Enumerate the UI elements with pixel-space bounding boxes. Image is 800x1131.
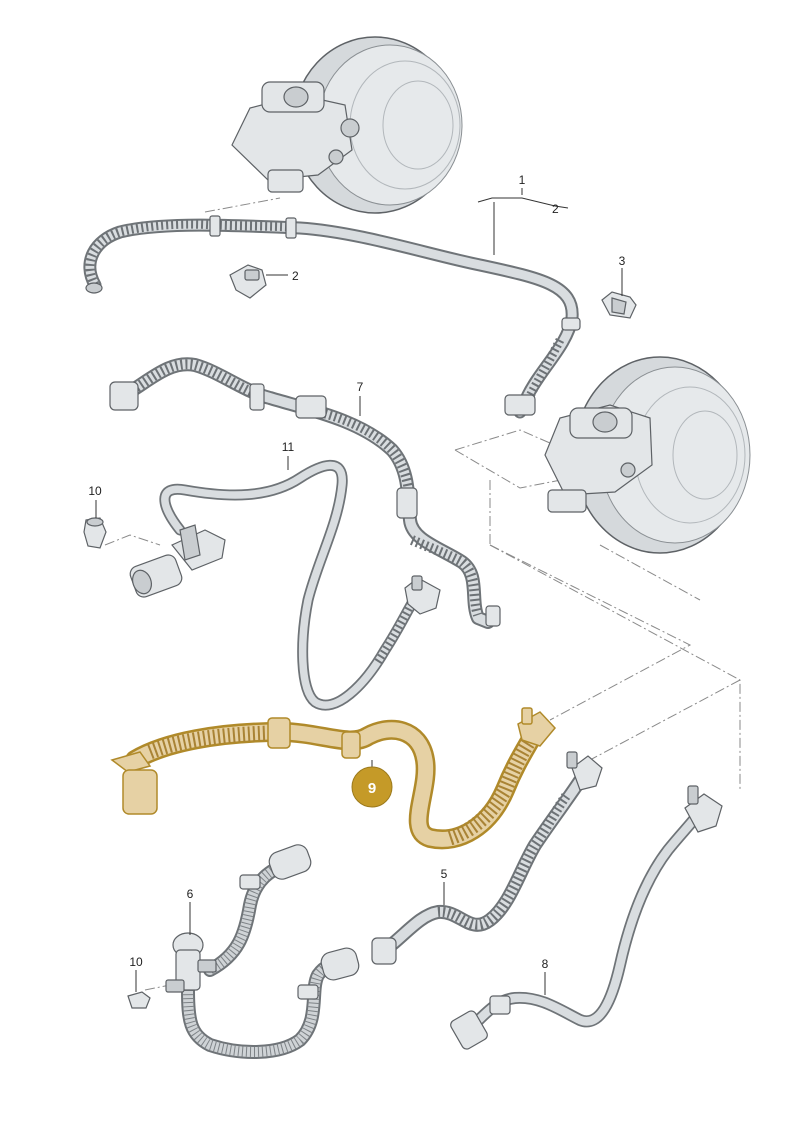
vacuum-hose-7[interactable] bbox=[109, 357, 501, 629]
callout-10-upper: 10 bbox=[88, 484, 102, 498]
master-cylinder-lower[interactable] bbox=[544, 404, 653, 513]
vacuum-hose-5[interactable] bbox=[371, 751, 603, 965]
master-cylinder-upper[interactable] bbox=[231, 81, 360, 193]
brake-booster-lower[interactable] bbox=[573, 356, 751, 554]
t-valve-with-solenoid[interactable] bbox=[128, 524, 226, 599]
vacuum-hose-6-assembly[interactable] bbox=[181, 842, 361, 1059]
leader-lines bbox=[95, 188, 623, 995]
reference-dash-lines bbox=[104, 197, 741, 991]
callout-3: 3 bbox=[619, 254, 626, 268]
check-valve-part-6[interactable] bbox=[165, 932, 217, 993]
vacuum-hose-9-highlighted[interactable] bbox=[110, 707, 557, 850]
vacuum-hose-1[interactable] bbox=[83, 215, 581, 419]
callout-9: 9 bbox=[368, 780, 376, 797]
callout-labels: 1 2 2 3 7 11 10 5 6 10 8 bbox=[88, 173, 625, 971]
grommet-part-10-lower[interactable] bbox=[127, 991, 151, 1009]
callout-2-clip: 2 bbox=[292, 269, 299, 283]
vacuum-hose-11[interactable] bbox=[159, 459, 441, 711]
callout-11: 11 bbox=[282, 440, 295, 454]
callout-10-lower: 10 bbox=[129, 955, 143, 969]
callout-9-badge[interactable]: 9 bbox=[351, 766, 393, 808]
callout-6: 6 bbox=[187, 887, 194, 901]
grommet-part-10-upper[interactable] bbox=[83, 517, 107, 549]
callout-7: 7 bbox=[357, 380, 364, 394]
callout-2-top: 2 bbox=[552, 202, 559, 216]
brake-booster-upper[interactable] bbox=[292, 36, 463, 214]
callout-1: 1 bbox=[519, 173, 526, 187]
hose-clip[interactable] bbox=[229, 264, 267, 299]
callout-8: 8 bbox=[542, 957, 549, 971]
callout-5: 5 bbox=[441, 867, 448, 881]
vacuum-hose-8[interactable] bbox=[449, 785, 723, 1051]
hose-clip-part-3[interactable] bbox=[601, 291, 637, 319]
